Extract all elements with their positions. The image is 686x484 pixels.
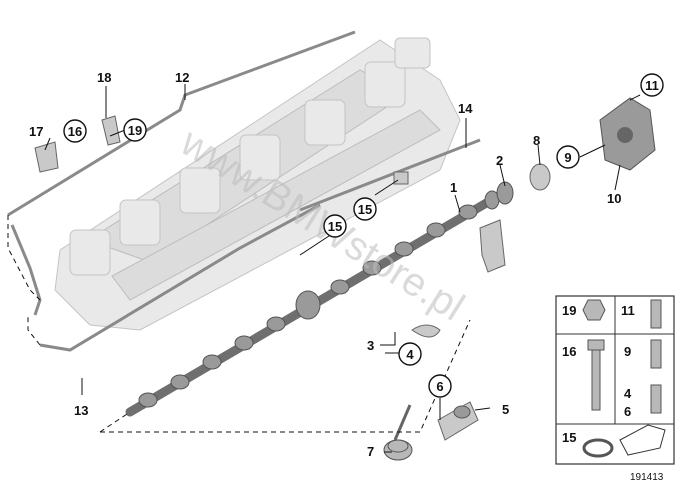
- legend-15: 15: [562, 430, 576, 445]
- diagram-number: 191413: [630, 472, 664, 483]
- bracket-18: [101, 115, 121, 146]
- callout-14: 14: [458, 101, 473, 116]
- callout-2: 2: [496, 153, 503, 168]
- seal-ring-2: [496, 181, 514, 205]
- oil-pipe-12: [7, 30, 356, 217]
- callout-9-circle: [556, 145, 580, 169]
- oil-pipe-14: [299, 138, 481, 212]
- callout-4: 4: [406, 347, 414, 362]
- fastener-legend: 19 11 16 9 4 6 15 191413: [555, 295, 675, 483]
- callouts: 1 2 3 4 5 6 7 8 9 10 11 12 13 14 15 15 1…: [29, 70, 664, 459]
- oil-pipe-13: [10, 203, 321, 352]
- bearing-8: [529, 163, 551, 191]
- legend-6: 6: [624, 404, 631, 419]
- callout-16-circle: [63, 119, 87, 143]
- callout-16: 16: [68, 124, 82, 139]
- callout-15a-circle: [353, 197, 377, 221]
- callout-10: 10: [607, 191, 621, 206]
- legend-11: 11: [621, 303, 635, 318]
- callout-6: 6: [436, 379, 443, 394]
- arrow-icon: [619, 424, 666, 456]
- callout-15b-circle: [323, 214, 347, 238]
- bolt-11-icon: [650, 299, 662, 329]
- callout-19-circle: [123, 118, 147, 142]
- callout-6-circle: [428, 374, 452, 398]
- camshaft: [125, 190, 505, 417]
- callout-11-circle: [640, 73, 664, 97]
- callout-11: 11: [645, 78, 659, 93]
- callout-17: 17: [29, 124, 43, 139]
- bearing-ladder-frame: [54, 37, 461, 331]
- legend-4: 4: [624, 386, 632, 401]
- callout-15a: 15: [358, 202, 372, 217]
- legend-9: 9: [624, 344, 631, 359]
- callout-5: 5: [502, 402, 509, 417]
- nut-icon: [582, 299, 606, 321]
- callout-13: 13: [74, 403, 88, 418]
- bolt-16-icon: [591, 349, 601, 411]
- seal-4: [411, 324, 441, 338]
- callout-12: 12: [175, 70, 189, 85]
- bolt-4-6-icon: [650, 384, 662, 414]
- callout-9: 9: [564, 150, 571, 165]
- callout-15b: 15: [328, 219, 342, 234]
- leader-lines: [44, 84, 641, 453]
- callout-8: 8: [533, 133, 540, 148]
- tensioner-5: [437, 401, 479, 441]
- bolt-16-head-icon: [587, 339, 605, 351]
- housing-10: [599, 97, 656, 171]
- clip-17: [34, 141, 59, 173]
- callout-18: 18: [97, 70, 111, 85]
- legend-19: 19: [562, 303, 576, 318]
- washer-15-icon: [582, 438, 614, 458]
- callout-3: 3: [367, 338, 374, 353]
- bracket: [479, 219, 506, 273]
- callout-7: 7: [367, 444, 374, 459]
- callout-1: 1: [450, 180, 457, 195]
- callout-4-circle: [398, 342, 422, 366]
- dashed-outline: [7, 215, 471, 433]
- legend-16: 16: [562, 344, 576, 359]
- spring-7: [383, 404, 413, 461]
- callout-19: 19: [128, 123, 142, 138]
- bolt-9-icon: [650, 339, 662, 369]
